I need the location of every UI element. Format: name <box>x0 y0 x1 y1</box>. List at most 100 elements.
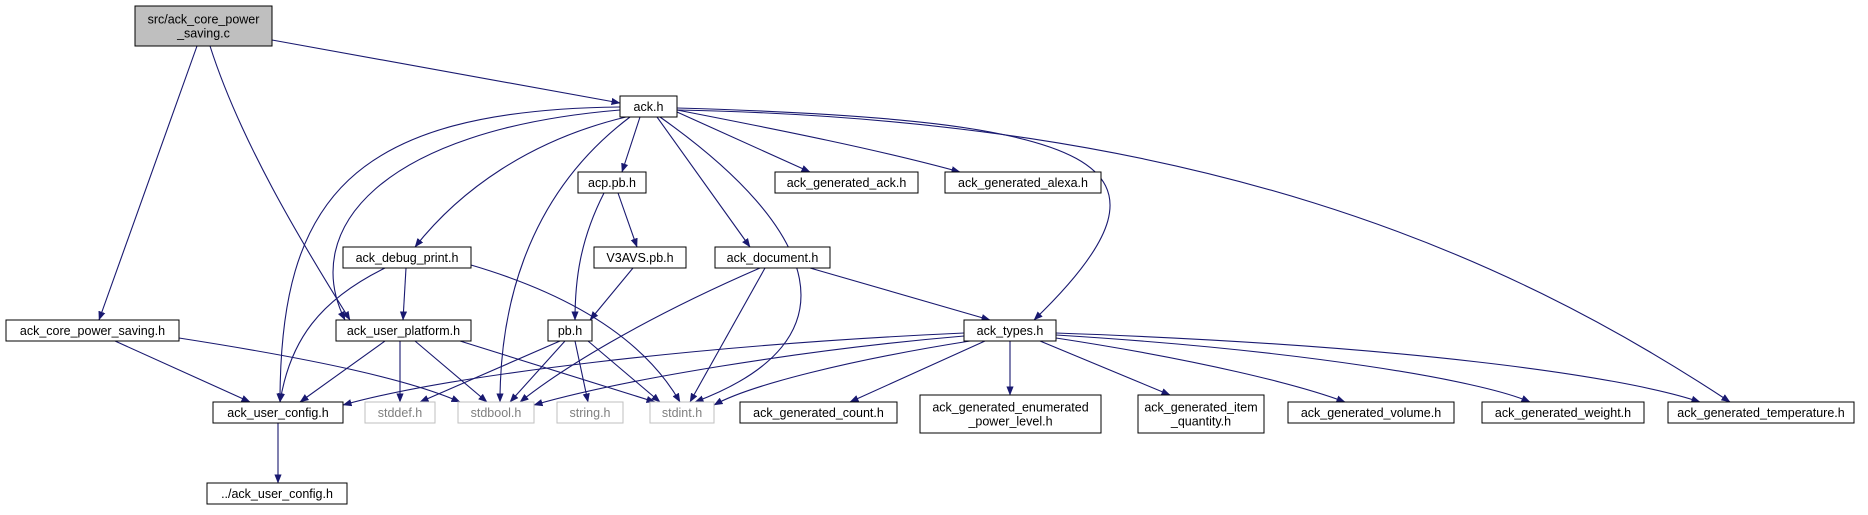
edge-path <box>1055 337 1346 403</box>
edge-path <box>470 264 681 403</box>
edge-path <box>656 116 751 248</box>
node-label-line: ack_generated_weight.h <box>1495 406 1631 420</box>
node-acp-pb-h[interactable]: acp.pb.h <box>577 171 647 194</box>
edge-path <box>271 39 621 106</box>
node-stdint-h[interactable]: stdint.h <box>649 401 715 424</box>
node-layer: src/ack_core_power_saving.c ack.h acp.pb.h… <box>5 5 1855 505</box>
edge-path <box>209 45 351 321</box>
node-box <box>1481 401 1645 424</box>
node-ack-generated-volume-h[interactable]: ack_generated_volume.h <box>1287 401 1455 424</box>
edge-path <box>276 106 621 403</box>
edge-ack_h-to-ack_generated_ack_h <box>676 111 811 173</box>
node-ack-types-h[interactable]: ack_types.h <box>963 319 1057 342</box>
edge-path <box>659 116 802 403</box>
edge-path <box>676 111 811 173</box>
node-label-line: acp.pb.h <box>588 176 636 190</box>
node-ack-generated-ack-h[interactable]: ack_generated_ack.h <box>774 171 919 194</box>
node-box <box>556 401 624 424</box>
node-ack-core-power-saving-h[interactable]: ack_core_power_saving.h <box>5 319 180 342</box>
edge-ack_document_h-to-stdbool_h <box>519 267 761 403</box>
node-label-line: ack_generated_temperature.h <box>1677 406 1845 420</box>
node-box <box>774 171 919 194</box>
edge-ack_h-to-stdint_h <box>659 116 802 403</box>
node-label-line: ack_core_power_saving.h <box>20 324 165 338</box>
edge-ack_core_power_saving_h-to-ack_user_config_h <box>114 340 251 403</box>
node-ack-document-h[interactable]: ack_document.h <box>714 246 831 269</box>
node-label-line: ack_generated_volume.h <box>1301 406 1441 420</box>
edge-path <box>533 335 965 407</box>
node-root[interactable]: src/ack_core_power_saving.c <box>134 5 273 47</box>
edge-pb_h-to-stddef_h <box>419 340 561 403</box>
edge-path <box>332 109 621 321</box>
node-box <box>619 95 678 118</box>
node-box <box>212 401 344 424</box>
edge-ack_types_h-to-ack_user_config_h <box>342 332 965 407</box>
node-ack-generated-count-h[interactable]: ack_generated_count.h <box>739 401 898 424</box>
node-box <box>206 482 348 505</box>
node-pb-h[interactable]: pb.h <box>547 319 593 342</box>
edge-ack_types_h-to-stdint_h <box>713 340 971 406</box>
node-label-line: ../ack_user_config.h <box>221 487 333 501</box>
edge-path <box>519 267 761 403</box>
edge-ack_document_h-to-stdint_h <box>689 267 766 403</box>
edge-ack_user_platform_h-to-ack_user_config_h <box>299 340 386 403</box>
edge-path <box>496 116 631 403</box>
edge-root-to-ack_h <box>271 39 621 106</box>
node-string-h[interactable]: string.h <box>556 401 624 424</box>
node-box <box>963 319 1057 342</box>
node-box <box>1287 401 1455 424</box>
node-stdbool-h[interactable]: stdbool.h <box>457 401 535 424</box>
node-box <box>134 5 273 47</box>
node-ack-debug-print-h[interactable]: ack_debug_print.h <box>342 246 472 269</box>
node-box <box>739 401 898 424</box>
edge-ack_core_power_saving_h-to-stdbool_h <box>178 337 461 403</box>
node-ack-h[interactable]: ack.h <box>619 95 678 118</box>
edge-path <box>509 340 566 403</box>
edge-path <box>414 340 488 403</box>
edge-ack_h-to-ack_document_h <box>656 116 751 248</box>
node-ack-generated-weight-h[interactable]: ack_generated_weight.h <box>1481 401 1645 424</box>
edge-path <box>98 45 198 321</box>
node-ack-generated-temperature-h[interactable]: ack_generated_temperature.h <box>1667 401 1855 424</box>
node-box <box>335 319 472 342</box>
node-v3avs-pb-h[interactable]: V3AVS.pb.h <box>593 246 687 269</box>
node-box <box>457 401 535 424</box>
edge-path <box>178 337 461 403</box>
edge-path <box>849 340 986 403</box>
node-box <box>342 246 472 269</box>
node-ack-generated-item-quantity-h[interactable]: ack_generated_item_quantity.h <box>1137 394 1265 434</box>
edge-ack_debug_print_h-to-stdint_h <box>470 264 681 403</box>
node-label-line: ack_generated_alexa.h <box>958 176 1088 190</box>
node-box <box>577 171 647 194</box>
node-label-line: V3AVS.pb.h <box>606 251 673 265</box>
node-box <box>944 171 1102 194</box>
node-label-line: string.h <box>570 406 611 420</box>
edge-ack_h-to-ack_user_config_h <box>276 106 621 403</box>
edge-ack_types_h-to-ack_generated_volume_h <box>1055 337 1346 403</box>
node-label-line: pb.h <box>558 324 582 338</box>
node-parent-ack-user-config-h[interactable]: ../ack_user_config.h <box>206 482 348 505</box>
edge-path <box>1055 334 1531 403</box>
edge-path <box>399 267 408 321</box>
edge-path <box>617 192 638 248</box>
edge-path <box>419 340 561 403</box>
node-ack-user-config-h[interactable]: ack_user_config.h <box>212 401 344 424</box>
edge-ack_document_h-to-ack_types_h <box>809 267 991 322</box>
edge-ack_user_platform_h-to-stdbool_h <box>414 340 488 403</box>
node-label-line: _quantity.h <box>1170 415 1231 429</box>
node-label-line: _power_level.h <box>967 415 1052 429</box>
edge-path <box>689 267 766 403</box>
node-ack-generated-enumerated-power-level-h[interactable]: ack_generated_enumerated_power_level.h <box>919 394 1102 434</box>
node-ack-user-platform-h[interactable]: ack_user_platform.h <box>335 319 472 342</box>
edge-v3avs_pb_h-to-pb_h <box>589 267 634 321</box>
node-stddef-h[interactable]: stddef.h <box>364 401 436 424</box>
node-ack-generated-alexa-h[interactable]: ack_generated_alexa.h <box>944 171 1102 194</box>
edge-ack_h-to-ack_types_h <box>676 107 1111 321</box>
node-label-line: ack_user_platform.h <box>347 324 460 338</box>
edge-ack_types_h-to-stdbool_h <box>533 335 965 407</box>
edge-path <box>676 109 961 174</box>
node-label-line: ack_types.h <box>977 324 1044 338</box>
edge-path <box>1039 340 1171 396</box>
edge-ack_debug_print_h-to-ack_user_config_h <box>277 267 386 403</box>
